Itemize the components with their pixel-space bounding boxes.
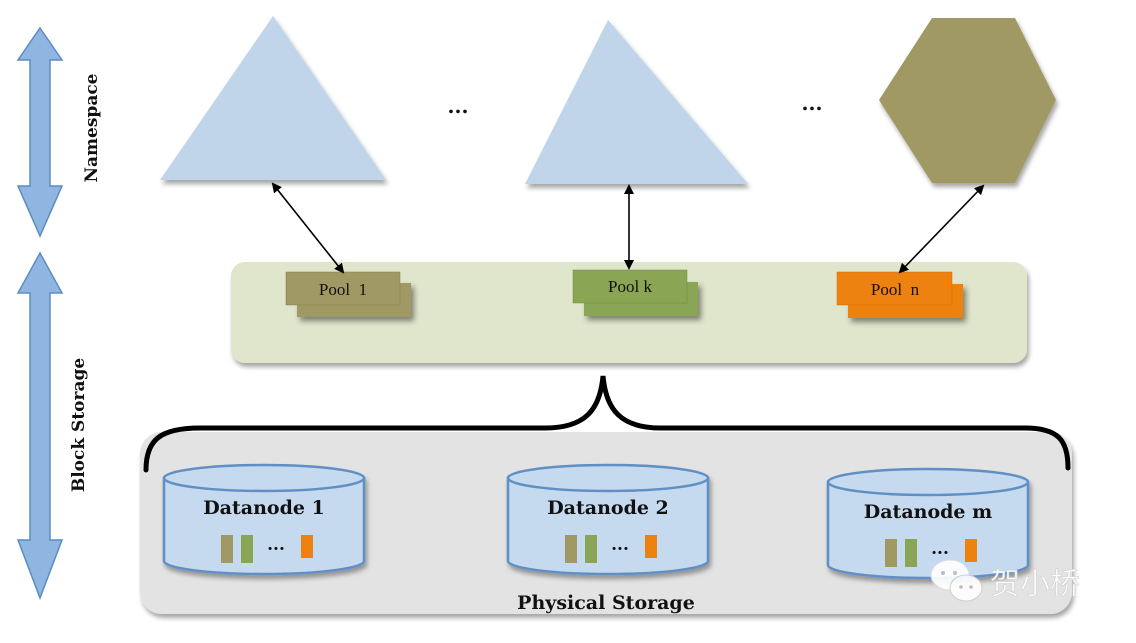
- block-storage-double-arrow: [16, 251, 64, 601]
- pool-k: Pool k: [572, 269, 698, 316]
- namespace-label: Namespace: [82, 73, 102, 182]
- wechat-icon: [930, 559, 983, 602]
- datanode-2: [506, 463, 710, 576]
- pool-n-label: Pool n: [871, 280, 920, 299]
- namespace-triangle-1: [160, 16, 386, 180]
- cylinder-body: [826, 480, 1030, 580]
- pool-k-label: Pool k: [608, 277, 652, 296]
- block-green: [905, 539, 917, 567]
- watermark: 贺小桥: [930, 559, 1080, 602]
- namespace-ellipsis-2: ...: [802, 91, 823, 115]
- datanode-1: [162, 463, 366, 576]
- block-olive: [221, 535, 233, 563]
- block-orange: [645, 535, 657, 558]
- block-orange: [301, 535, 313, 558]
- block-ellipsis: ...: [611, 535, 629, 555]
- pool-1: Pool 1: [285, 271, 411, 317]
- block-orange: [965, 539, 977, 562]
- pool-1-label: Pool 1: [319, 280, 367, 299]
- namespace-triangle-k: [525, 20, 748, 184]
- datanode-label: Datanode m: [864, 501, 992, 523]
- datanode-3: [826, 467, 1030, 580]
- namespace-hexagon-n: [879, 18, 1056, 183]
- cylinder-top: [162, 463, 366, 493]
- cylinder-body: [506, 476, 710, 576]
- block-olive: [565, 535, 577, 563]
- watermark-text: 贺小桥: [990, 567, 1080, 602]
- block-green: [241, 535, 253, 563]
- cylinder-body: [162, 476, 366, 576]
- namespace-double-arrow: [16, 26, 64, 238]
- cylinder-top: [826, 467, 1030, 497]
- block-green: [585, 535, 597, 563]
- pool-n: Pool n: [836, 271, 963, 318]
- block-olive: [885, 539, 897, 567]
- block-storage-label: Block Storage: [69, 358, 89, 493]
- block-ellipsis: ...: [931, 539, 949, 559]
- arrow-namespace1-pool1: [271, 182, 345, 274]
- arrow-namespacen-pooln: [898, 184, 985, 274]
- namespace-ellipsis-1: ...: [448, 94, 469, 118]
- physical-storage-label: Physical Storage: [517, 592, 695, 614]
- block-ellipsis: ...: [267, 535, 285, 555]
- datanode-label: Datanode 1: [203, 497, 325, 519]
- datanodes: Datanode 1... Datanode 2... Datanode m...: [162, 463, 1030, 580]
- curly-brace: [143, 375, 1071, 473]
- cylinder-top: [506, 463, 710, 493]
- datanode-label: Datanode 2: [547, 497, 669, 519]
